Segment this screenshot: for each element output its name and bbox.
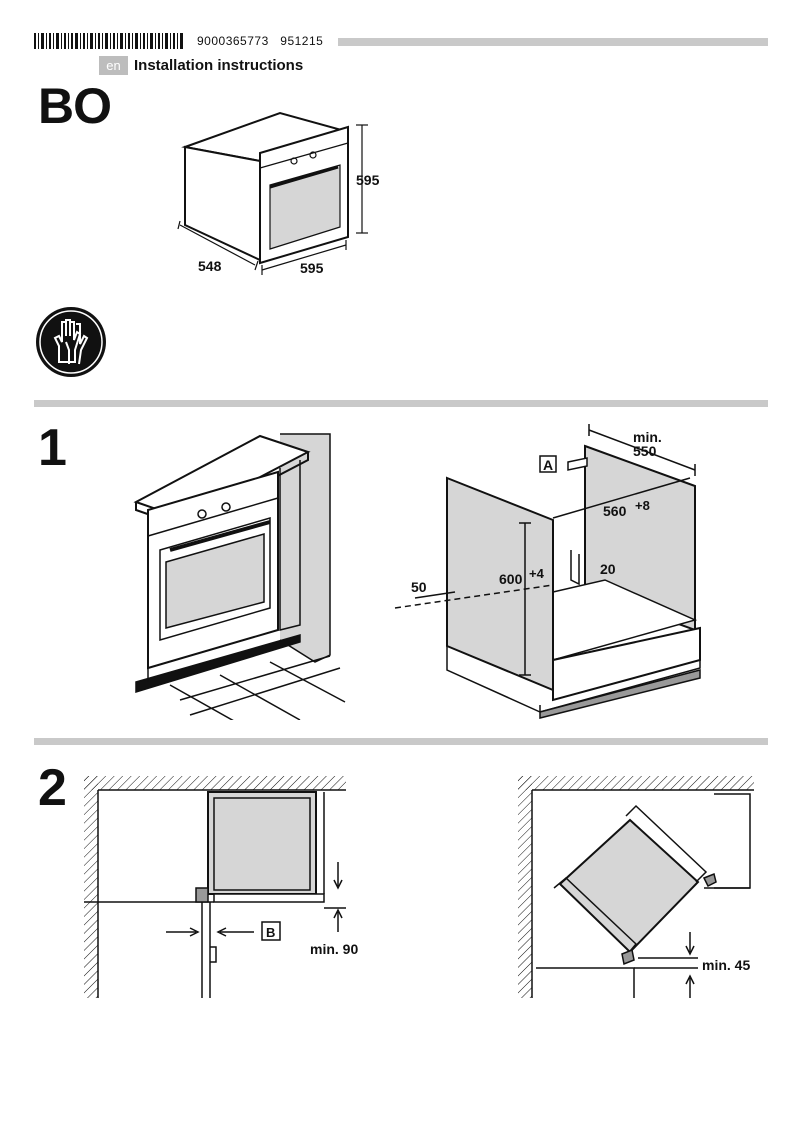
page-subtitle: Installation instructions [134, 57, 304, 74]
section-divider [34, 400, 768, 407]
gap-20-label: 20 [600, 561, 616, 577]
section-divider-2 [34, 738, 768, 745]
niche-height-value: 600 [499, 571, 523, 587]
min-45-label: min. 45 [702, 957, 750, 973]
step-2-number: 2 [38, 759, 67, 817]
depth-min-value: 550 [633, 443, 657, 459]
label-b: B [266, 925, 275, 940]
depth-label: 548 [198, 258, 222, 274]
document-code: 951215 [280, 34, 324, 48]
niche-height-tolerance: +4 [529, 566, 545, 581]
document-number-value: 9000365773 [197, 34, 269, 48]
built-in-oven-illustration [133, 433, 346, 720]
gloves-icon [36, 307, 106, 377]
header-rule [338, 38, 768, 46]
gap-50-label: 50 [411, 579, 427, 595]
min-depth-label: min. [633, 429, 662, 445]
corner-clearance-diagonal-illustration: min. 45 [518, 776, 754, 998]
height-label: 595 [356, 172, 380, 188]
language-badge: en [99, 56, 128, 75]
niche-width-value: 560 [603, 503, 627, 519]
niche-width-tolerance: +8 [635, 498, 650, 513]
cabinet-niche-illustration: A min. 550 560 +8 600 +4 20 50 [394, 424, 701, 719]
min-90-label: min. 90 [310, 941, 358, 957]
bracket-a-label: A [543, 457, 553, 473]
corner-clearance-straight-illustration: B min. 90 [84, 776, 358, 998]
oven-dimension-drawing: 548 595 595 [177, 111, 380, 276]
brand-code: BO [38, 78, 112, 134]
barcode [34, 33, 183, 49]
width-label: 595 [300, 260, 324, 276]
step-1-number: 1 [38, 419, 67, 477]
document-number: 9000365773 951215 [197, 34, 323, 48]
